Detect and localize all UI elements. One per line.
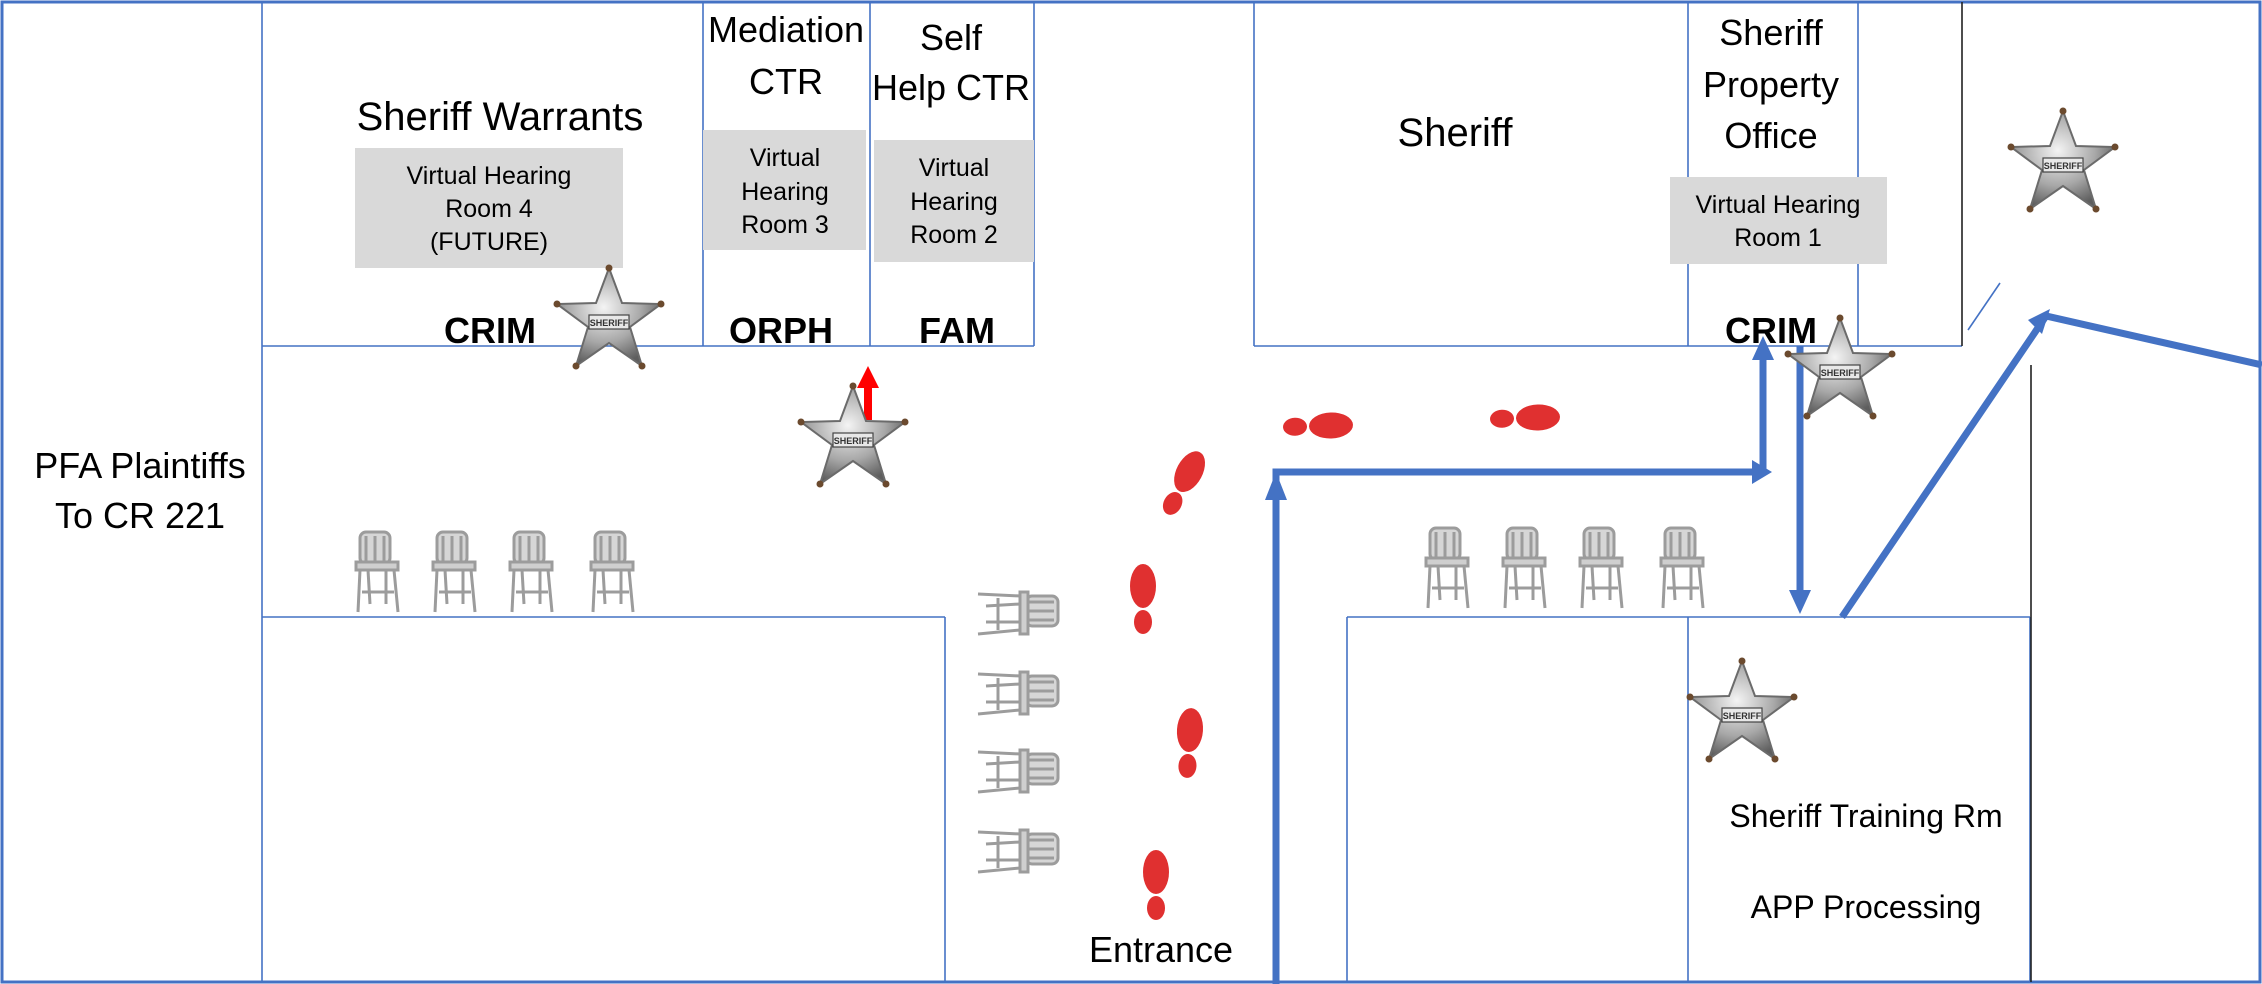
badge-text: SHERIFF [834, 436, 873, 446]
pfa-label-line2: To CR 221 [55, 495, 225, 536]
red-arrow [857, 366, 879, 420]
door-label-orph: ORPH [729, 310, 833, 351]
badge-text: SHERIFF [590, 318, 629, 328]
chair-icon [354, 530, 400, 614]
property-office-label-line2: Property [1703, 64, 1839, 105]
property-office-label-line3: Office [1724, 115, 1817, 156]
arrow-icon [1752, 336, 1774, 360]
pfa-label-line1: PFA Plaintiffs [34, 445, 245, 486]
door-label-fam: FAM [919, 310, 995, 351]
walls [261, 2, 2031, 982]
door-label-crim-right: CRIM [1725, 310, 1817, 351]
property-office-label-line1: Sheriff [1719, 12, 1823, 53]
chair-icon [431, 530, 477, 614]
room2-line2: Hearing [910, 188, 998, 216]
footprint-icon [1489, 403, 1561, 433]
chair-column-rotated [976, 590, 1060, 874]
footprint-icon [1173, 707, 1205, 779]
route-arrows [1272, 312, 2262, 984]
badge-text: SHERIFF [2044, 161, 2083, 171]
sheriff-badge-icon [552, 263, 666, 371]
footprint-icon [1282, 411, 1354, 441]
chair-icon [1501, 526, 1547, 610]
footprint-icon [1130, 564, 1156, 634]
self-help-label-line1: Self [920, 17, 983, 58]
arrowheads [1265, 309, 2050, 614]
room4-line1: Virtual Hearing [407, 162, 572, 190]
chair-icon [976, 670, 1060, 716]
virtual-hearing-room-2-placard [874, 140, 1034, 262]
chair-icon [508, 530, 554, 614]
room4-line3: (FUTURE) [430, 228, 548, 256]
chair-row-right [1424, 526, 1705, 610]
sheriff-badge-icon [1685, 656, 1799, 764]
room3-line3: Room 3 [741, 211, 829, 239]
virtual-hearing-room-3-placard [703, 130, 866, 250]
chair-icon [976, 590, 1060, 636]
sheriff-warrants-label: Sheriff Warrants [357, 95, 644, 139]
self-help-label-line2: Help CTR [872, 67, 1030, 108]
badge-text: SHERIFF [1723, 711, 1762, 721]
footprint-path [1130, 403, 1561, 920]
chair-icon [976, 748, 1060, 794]
room1-line1: Virtual Hearing [1696, 191, 1861, 219]
route-arrow-diagonal [1839, 312, 2262, 619]
chair-icon [589, 530, 635, 614]
chair-icon [1659, 526, 1705, 610]
sheriff-room-label: Sheriff [1398, 111, 1514, 155]
room3-line2: Hearing [741, 178, 829, 206]
placards [355, 130, 1887, 268]
arrow-icon [1265, 472, 1287, 500]
footprint-icon [1155, 446, 1212, 521]
arrow-icon [1752, 460, 1772, 484]
virtual-hearing-room-4-placard [355, 148, 623, 268]
chair-icon [1578, 526, 1624, 610]
mediation-label-line1: Mediation [708, 9, 864, 50]
entrance-label: Entrance [1089, 929, 1233, 970]
arrow-icon [1789, 590, 1811, 614]
footprint-icon [1143, 850, 1169, 920]
arrow-icon [857, 366, 879, 388]
chair-row-left [354, 530, 635, 614]
app-processing-label: APP Processing [1751, 889, 1982, 925]
chair-icon [976, 828, 1060, 874]
room2-line3: Room 2 [910, 221, 998, 249]
door-label-crim-left: CRIM [444, 310, 536, 351]
room1-line2: Room 1 [1734, 224, 1822, 252]
room2-line1: Virtual [919, 154, 989, 182]
dark-walls [1961, 2, 2032, 982]
sheriff-badge-icon [796, 381, 910, 489]
badge-text: SHERIFF [1821, 368, 1860, 378]
training-room-label: Sheriff Training Rm [1729, 798, 2002, 834]
virtual-hearing-room-1-placard [1670, 177, 1887, 264]
arrow-icon [2028, 309, 2050, 334]
room4-line2: Room 4 [445, 195, 533, 223]
room3-line1: Virtual [750, 144, 820, 172]
sheriff-badge-icon [2006, 106, 2120, 214]
chair-icon [1424, 526, 1470, 610]
mediation-label-line2: CTR [749, 61, 823, 102]
